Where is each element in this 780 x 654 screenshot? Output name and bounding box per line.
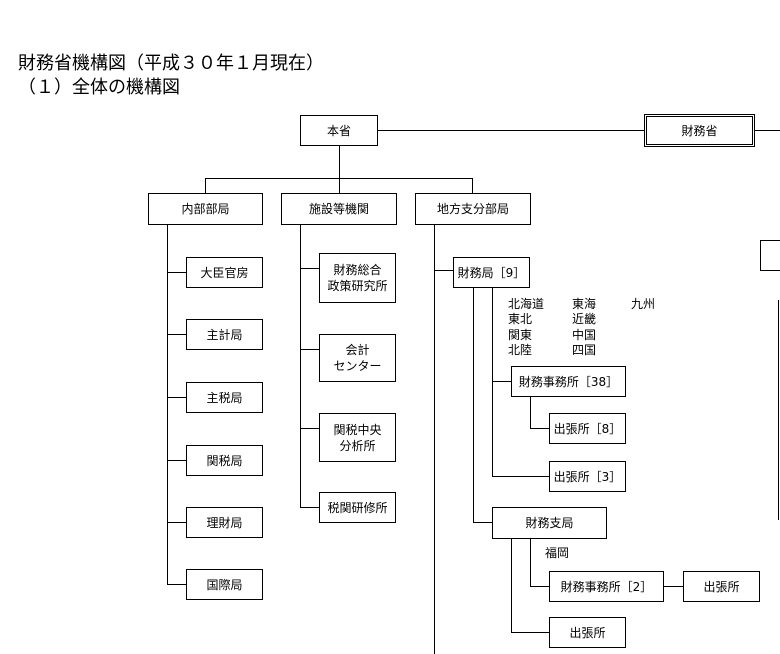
zaimukyoku-location-6: 関東 [508,328,533,342]
zaimukyoku-location-9: 四国 [572,343,597,357]
jimusho-shucho-box: 出張所［8］ [549,413,626,444]
zaimu-shikyoku-box: 財務支局 [492,507,607,539]
chiho-shibu-box: 地方支分部局 [415,193,531,225]
zaimu-jimusho-box: 財務事務所［38］ [511,366,626,397]
diagram-title: 財務省機構図（平成３０年１月現在） [18,53,324,74]
zaimukyoku-location-8: 北陸 [508,343,533,357]
zaimukyoku-location-7: 中国 [572,328,597,342]
zaimukyoku-location-1: 北海道 [508,297,545,311]
daijin-kanbo-box: 大臣官房 [186,257,263,288]
shuzei-kyoku-box: 主税局 [186,382,263,413]
zaimusho-box: 財務省 [644,114,755,147]
kokusai-kyoku-box: 国際局 [186,569,263,600]
honsho-box: 本省 [300,115,378,146]
shikyoku-location: 福岡 [545,546,570,560]
zeikan-kenshujo-box: 税関研修所 [319,492,396,523]
kaikei-center-box: 会計 センター [319,334,396,382]
shikyoku-jimusho-box: 財務事務所［2］ [549,571,664,602]
zaimukyoku-location-5: 近畿 [572,312,597,326]
zaimukyoku-box: 財務局［9］ [453,257,530,288]
zaimukyoku-location-2: 東海 [572,297,597,311]
kanzei-chuo-bunsekijo-box: 関税中央 分析所 [319,413,396,462]
zaimukyoku-location-4: 東北 [508,312,533,326]
naibu-kyoku-box: 内部部局 [148,193,263,225]
diagram-subtitle: （１）全体の機構図 [18,77,180,98]
kyoku-shucho-box: 出張所［3］ [549,461,626,492]
zaimu-sogo-seisaku-kenkyujo-box: 財務総合 政策研究所 [319,253,396,303]
shisetsu-kikan-box: 施設等機関 [281,193,397,225]
rizai-kyoku-box: 理財局 [186,507,263,538]
kanzei-kyoku-box: 関税局 [186,445,263,476]
zaimukyoku-location-3: 九州 [631,297,656,311]
shikyoku-shucho-box: 出張所 [549,617,626,648]
shukei-kyoku-box: 主計局 [186,319,263,350]
shikyoku-jimusho-shucho-box: 出張所 [683,571,760,602]
